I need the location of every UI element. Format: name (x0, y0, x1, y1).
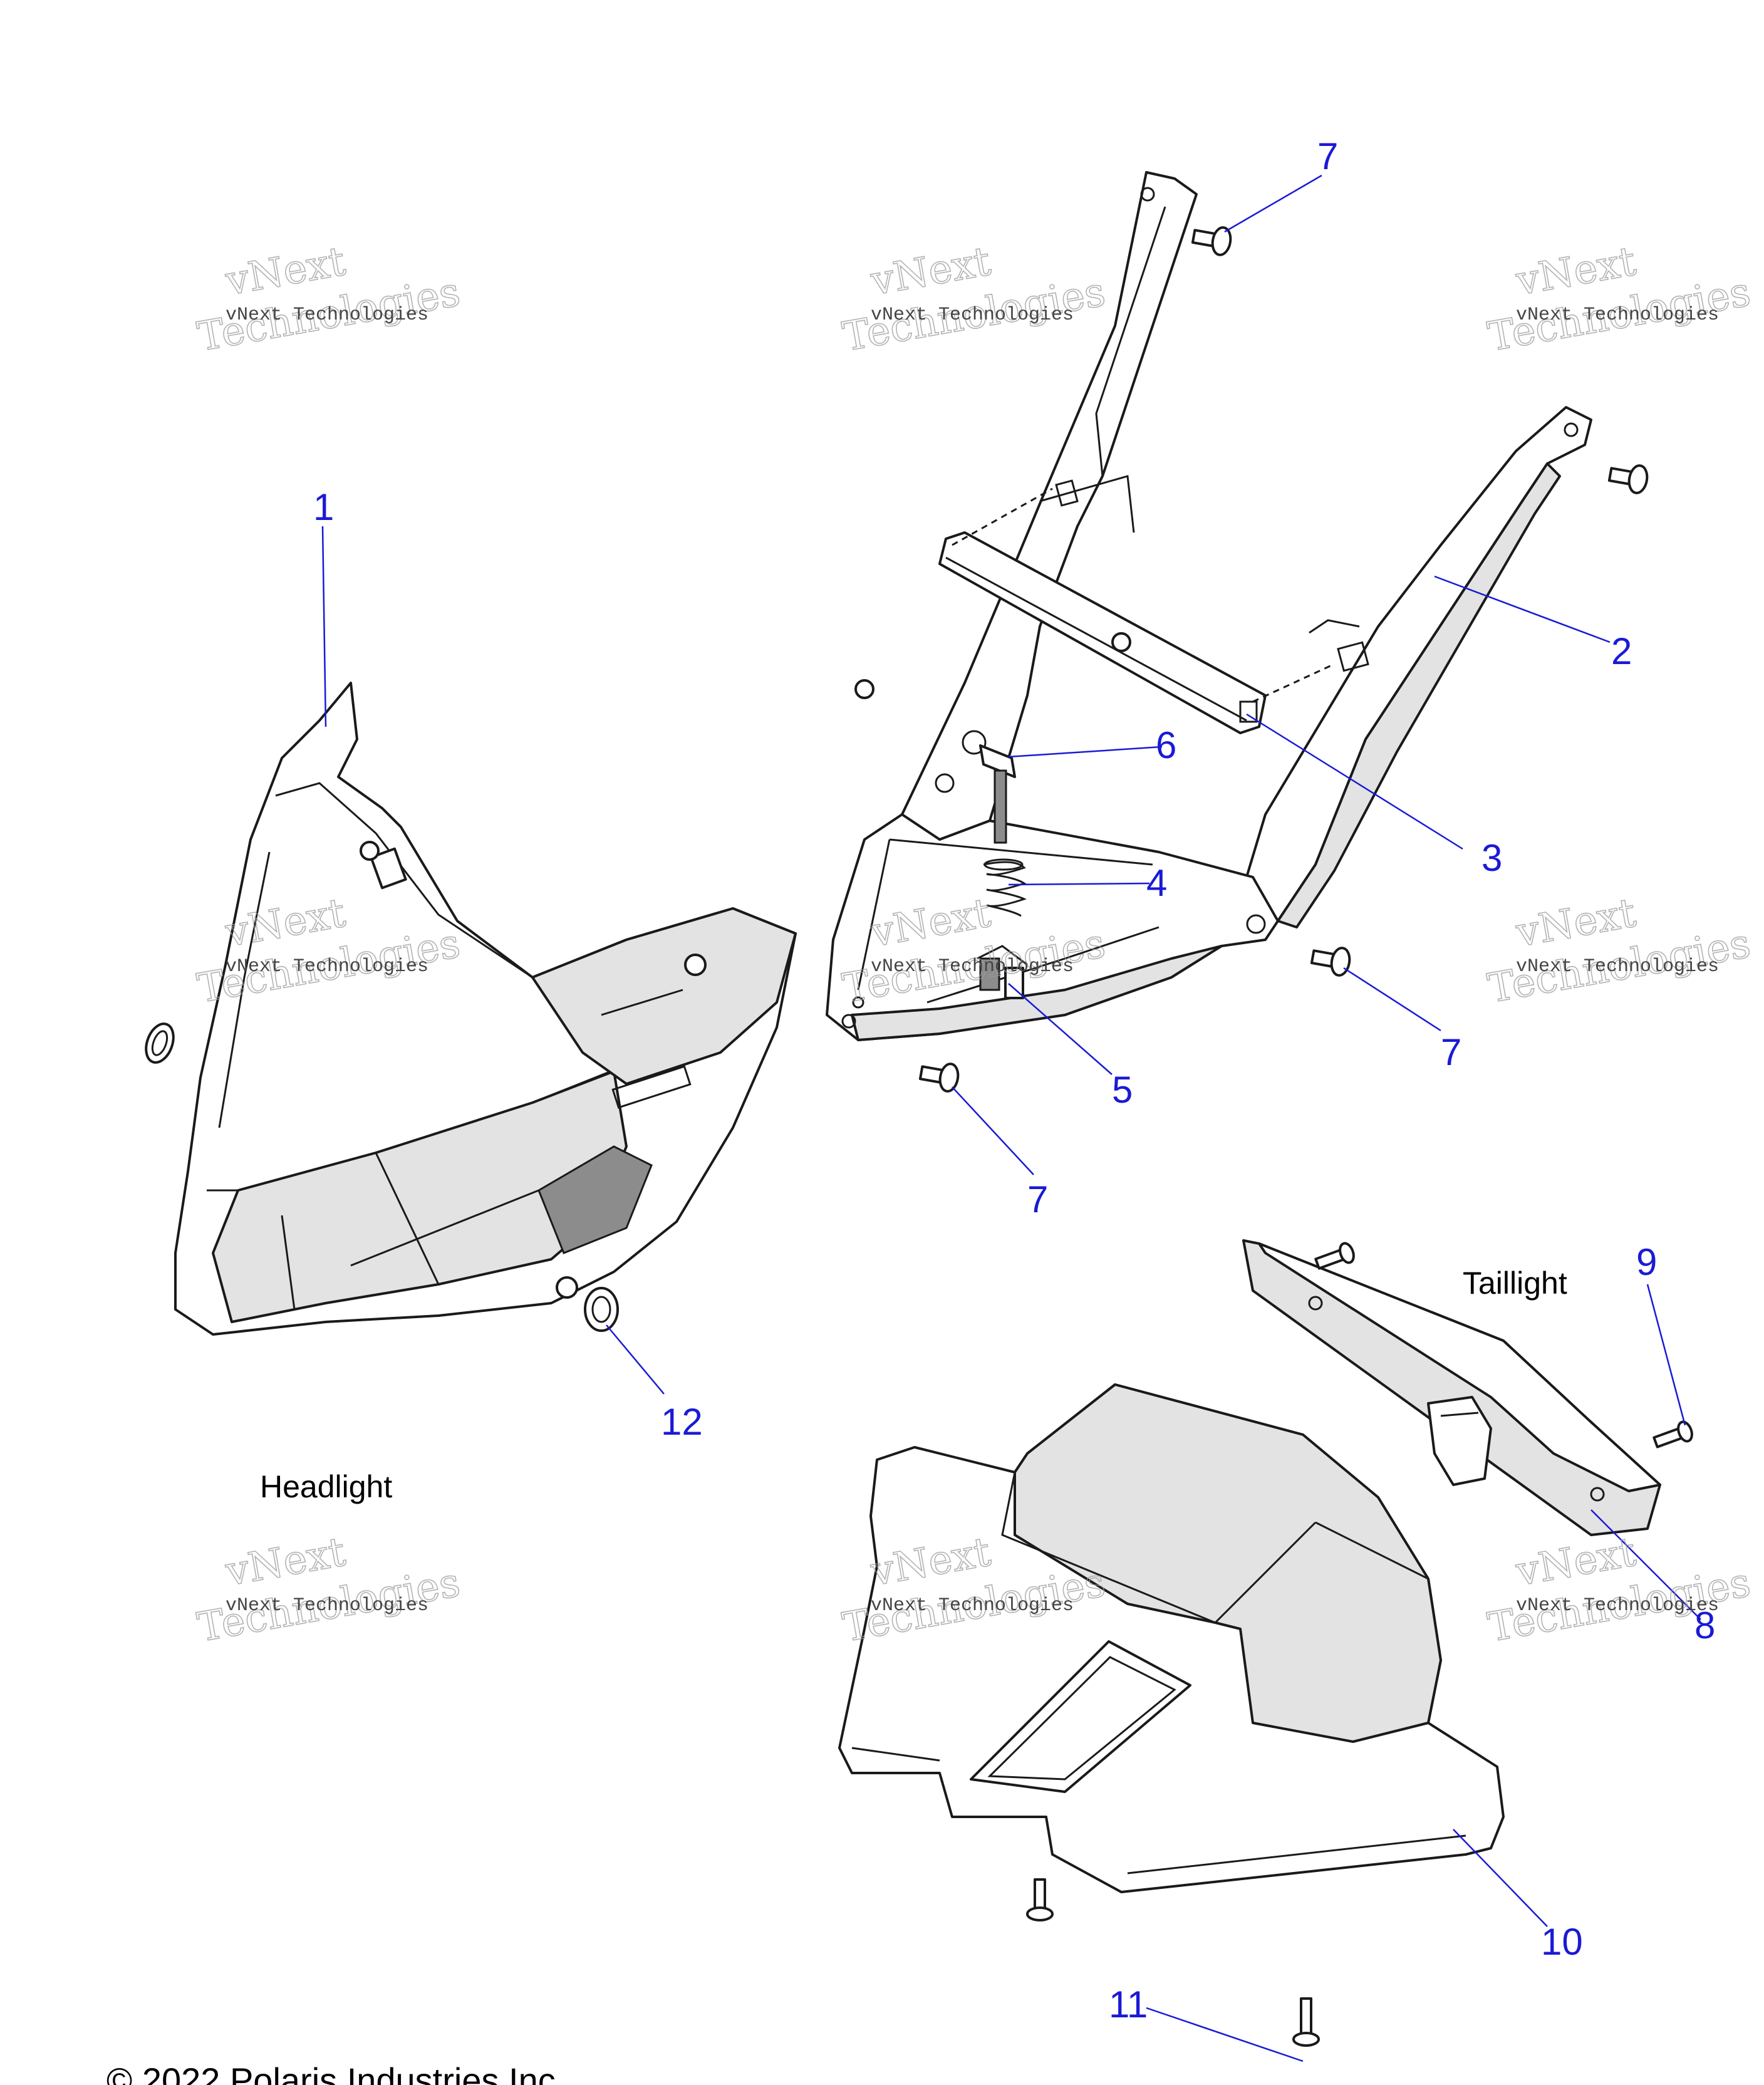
bolts-7 (918, 226, 1649, 1093)
svg-text:vNext Technologies: vNext Technologies (226, 956, 428, 977)
headlight-assembly (145, 682, 797, 1336)
cover-panel (838, 1383, 1505, 2047)
taillight-caption: Taillight (1463, 1266, 1567, 1301)
watermark: vNext Technologies vNext Technologies (194, 238, 464, 361)
copyright-text: © 2022 Polaris Industries Inc. (106, 2061, 565, 2085)
svg-text:vNext Technologies: vNext Technologies (871, 956, 1074, 977)
svg-text:vNext Technologies: vNext Technologies (1516, 956, 1719, 977)
callout-7-right: 7 (1441, 1031, 1461, 1073)
svg-text:vNext Technologies: vNext Technologies (1516, 1595, 1719, 1616)
callout-2: 2 (1611, 630, 1632, 672)
watermark: vNext Technologies vNext Technologies (1484, 238, 1755, 361)
callout-11: 11 (1109, 1984, 1148, 2025)
callout-4: 4 (1146, 862, 1167, 904)
watermark: vNext Technologies vNext Technologies (194, 1529, 464, 1652)
watermark: vNext Technologies vNext Technologies (1484, 890, 1755, 1013)
svg-text:vNext Technologies: vNext Technologies (226, 304, 428, 326)
spring-4 (983, 858, 1027, 917)
callout-6: 6 (1156, 724, 1176, 766)
headlight-bracket (826, 171, 1592, 1041)
callout-12: 12 (661, 1401, 703, 1443)
callout-7-bottom: 7 (1027, 1178, 1048, 1220)
svg-text:vNext Technologies: vNext Technologies (871, 1595, 1074, 1616)
callout-3: 3 (1481, 837, 1502, 879)
taillight-assembly (1242, 1239, 1693, 1536)
headlight-caption: Headlight (260, 1469, 392, 1504)
leader-lines (321, 174, 1701, 2062)
callout-10: 10 (1541, 1921, 1583, 1963)
callout-8: 8 (1694, 1604, 1715, 1646)
callout-9: 9 (1636, 1241, 1657, 1283)
svg-text:vNext Technologies: vNext Technologies (226, 1595, 428, 1616)
callout-5: 5 (1112, 1069, 1133, 1111)
callout-1: 1 (313, 486, 334, 528)
watermark: vNext Technologies vNext Technologies (839, 238, 1109, 361)
svg-text:vNext Technologies: vNext Technologies (1516, 304, 1719, 326)
svg-text:vNext Technologies: vNext Technologies (871, 304, 1074, 326)
callout-numbers: 1 2 3 4 5 6 7 7 7 8 9 10 11 12 (313, 135, 1715, 2025)
callout-7-top: 7 (1317, 135, 1338, 177)
